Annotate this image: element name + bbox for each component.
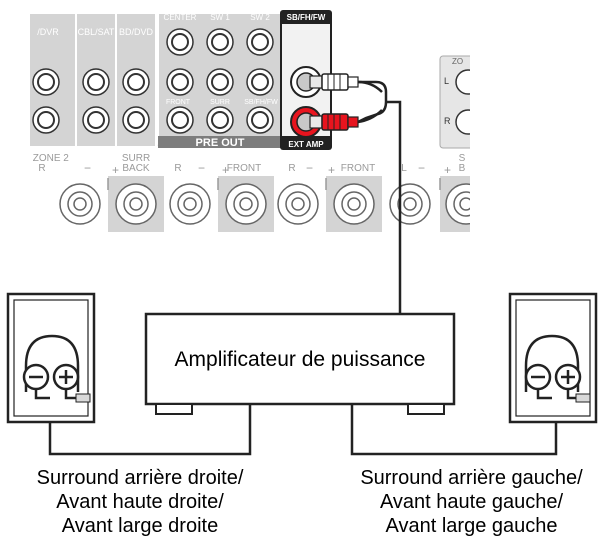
speaker-right-surround	[6, 292, 96, 424]
rca-jack	[246, 106, 274, 134]
plus-terminal-icon	[52, 363, 80, 391]
amplifier-label: Amplificateur de puissance	[175, 348, 426, 371]
zone-label: ZO	[452, 57, 463, 66]
rca-jack	[32, 68, 60, 96]
rca-jack	[455, 69, 470, 95]
rca-plug-white	[309, 73, 359, 91]
rca-jack	[455, 109, 470, 135]
speaker-binding-post	[115, 183, 157, 225]
zone-r-label: R	[444, 116, 451, 126]
caption-line: Avant large gauche	[385, 515, 558, 537]
minus-terminal-icon	[524, 363, 552, 391]
caption-line: Surround arrière gauche/	[360, 467, 583, 489]
receiver-back-panel: PRE OUT SB/FH/FW EXT AMP /DVR CBL/SAT BD…	[27, 0, 470, 236]
rca-jack	[82, 106, 110, 134]
svg-text:+: +	[112, 163, 119, 177]
ext-amp-label: EXT AMP	[288, 140, 324, 149]
rca-jack	[246, 68, 274, 96]
speaker-label: R	[174, 163, 181, 174]
speaker-label: R	[288, 163, 295, 174]
pre-out-label-surr: SURR	[210, 99, 230, 106]
plus-terminal-icon	[554, 363, 582, 391]
caption-right-speaker: Surround arrière droite/ Avant haute dro…	[0, 466, 280, 538]
rca-jack	[246, 28, 274, 56]
rca-jack	[166, 68, 194, 96]
speaker-label: R	[38, 163, 45, 174]
pre-out-label-sw1: SW 1	[210, 13, 230, 22]
speaker-label: S	[459, 153, 466, 164]
svg-text:−: −	[418, 161, 425, 175]
speaker-left-surround	[508, 292, 598, 424]
pre-out-label-sw2: SW 2	[250, 13, 270, 22]
speaker-binding-post	[389, 183, 431, 225]
speaker-label: B	[459, 163, 466, 174]
input-label-cbl-sat: CBL/SAT	[78, 27, 115, 37]
speaker-label: SURR	[122, 153, 150, 164]
pre-out-label-sb: SB/FH/FW	[244, 99, 278, 106]
speaker-binding-post	[333, 183, 375, 225]
caption-line: Surround arrière droite/	[36, 467, 244, 489]
svg-text:−: −	[84, 161, 91, 175]
rca-jack	[166, 106, 194, 134]
speaker-label: FRONT	[341, 163, 375, 174]
rca-plug-red	[309, 113, 359, 131]
pre-out-label-center: CENTER	[164, 13, 197, 22]
rca-jack	[206, 68, 234, 96]
pre-out-label-front: FRONT	[166, 99, 191, 106]
speaker-label: L	[401, 163, 407, 174]
speaker-label: BACK	[122, 163, 150, 174]
speaker-label: / ZONE 2	[27, 153, 69, 164]
rca-jack	[166, 28, 194, 56]
speaker-binding-post	[59, 183, 101, 225]
rca-jack	[122, 106, 150, 134]
zone-l-label: L	[444, 76, 449, 86]
caption-left-speaker: Surround arrière gauche/ Avant haute gau…	[342, 466, 601, 538]
speaker-binding-post	[445, 183, 470, 225]
pre-out-label: PRE OUT	[196, 137, 245, 149]
rca-jack	[206, 106, 234, 134]
rca-jack	[82, 68, 110, 96]
speaker-binding-post	[225, 183, 267, 225]
svg-text:−: −	[306, 161, 313, 175]
minus-terminal-icon	[22, 363, 50, 391]
speaker-binding-post	[277, 183, 319, 225]
svg-text:+: +	[444, 163, 451, 177]
caption-line: Avant haute droite/	[56, 491, 224, 513]
svg-text:+: +	[222, 163, 229, 177]
rca-jack	[206, 28, 234, 56]
svg-text:+: +	[328, 163, 335, 177]
power-amplifier: Amplificateur de puissance	[144, 312, 456, 415]
rca-jack	[122, 68, 150, 96]
input-label-dvr: /DVR	[37, 27, 59, 37]
speaker-label: FRONT	[227, 163, 261, 174]
caption-line: Avant haute gauche/	[379, 491, 564, 513]
rca-jack	[32, 106, 60, 134]
input-label-bd-dvd: BD/DVD	[119, 27, 154, 37]
speaker-binding-post	[169, 183, 211, 225]
sb-fh-fw-label: SB/FH/FW	[287, 13, 326, 22]
svg-text:−: −	[198, 161, 205, 175]
caption-line: Avant large droite	[61, 515, 219, 537]
